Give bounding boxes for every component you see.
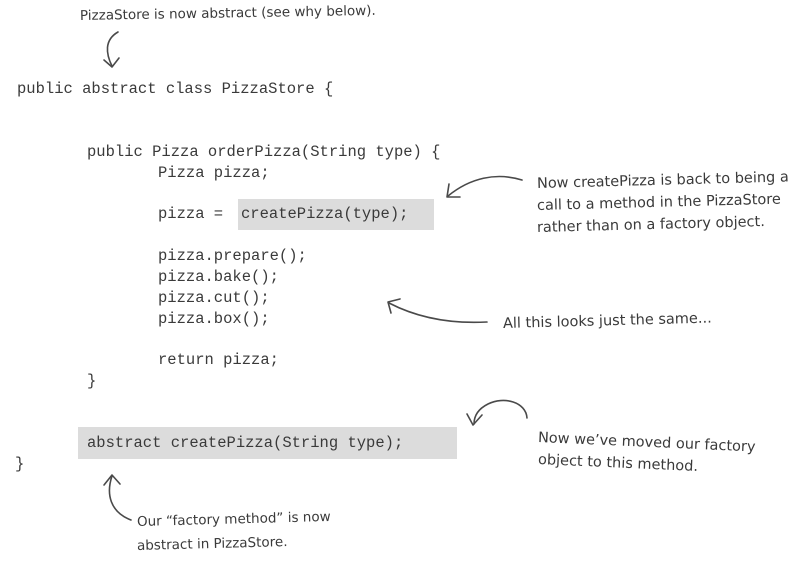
abstract-method-highlight — [78, 427, 457, 459]
create-call-arrow-head — [446, 183, 461, 198]
pizza-variable: Pizza pizza; — [158, 164, 270, 182]
method-declaration: public Pizza orderPizza(String type) { — [87, 143, 441, 161]
top-arrow-head — [103, 57, 120, 68]
create-call-highlight — [238, 199, 434, 230]
method-close-brace: } — [87, 372, 97, 390]
prepare-call: pizza.prepare(); — [158, 247, 307, 265]
cut-call: pizza.cut(); — [158, 289, 270, 307]
create-call-arrow — [447, 175, 523, 197]
abstract-method-declaration: abstract createPizza(String type); — [87, 434, 404, 452]
top-arrow — [106, 31, 119, 67]
same-arrow-head — [387, 298, 401, 314]
bottom-arrow-head — [103, 474, 121, 486]
return-statement: return pizza; — [158, 351, 279, 369]
bottom-arrow — [108, 475, 132, 521]
create-pizza-call: createPizza(type); — [241, 205, 409, 223]
factory-arrow — [473, 399, 528, 425]
create-assign-prefix: pizza = — [158, 205, 233, 223]
box-call: pizza.box(); — [158, 310, 270, 328]
class-close-brace: } — [15, 455, 25, 473]
same-arrow — [388, 302, 488, 324]
factory-arrow-head — [466, 413, 483, 426]
bake-call: pizza.bake(); — [158, 268, 279, 286]
class-declaration: public abstract class PizzaStore { — [17, 80, 334, 98]
